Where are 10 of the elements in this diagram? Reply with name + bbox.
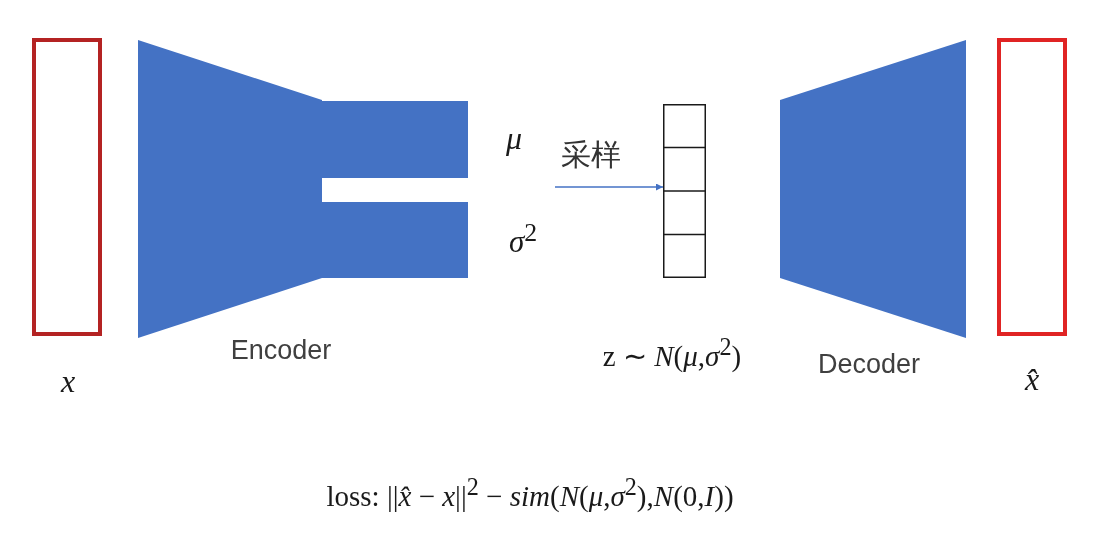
math-label: z ∼ N(μ,σ$^{2}$) bbox=[602, 334, 742, 373]
loss-formula: loss: ||x̂ − x||$^{2}$ − sim(N(μ,σ$^{2}$),N(0,I)) bbox=[326, 474, 734, 513]
node-label: Encoder bbox=[230, 336, 332, 366]
math-label: σ$^{2}$ bbox=[508, 219, 538, 260]
math-label: μ bbox=[505, 121, 523, 157]
math-label: x bbox=[60, 364, 76, 400]
edge-label: 采样 bbox=[561, 138, 621, 171]
math-label: x̂ bbox=[1024, 362, 1040, 398]
node-label: Decoder bbox=[817, 350, 921, 380]
arrow bbox=[554, 183, 664, 191]
